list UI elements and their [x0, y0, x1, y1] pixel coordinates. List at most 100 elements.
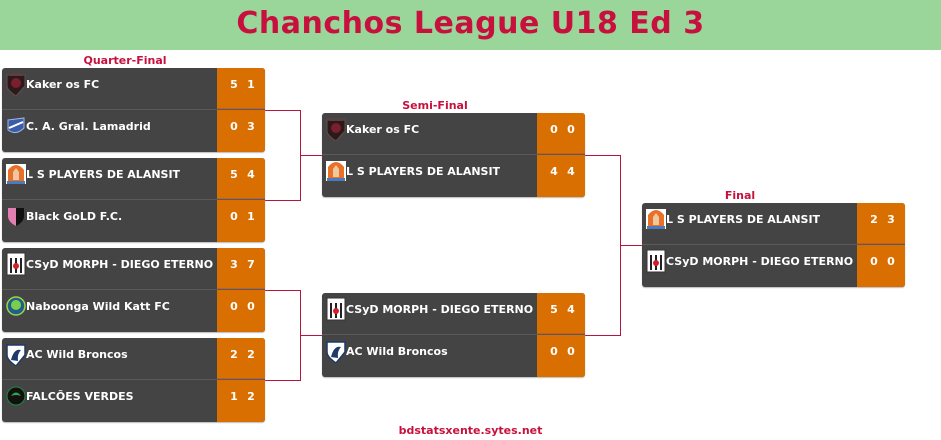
round-label-quarter: Quarter-Final [83, 54, 167, 67]
score-leg-2: 0 [567, 345, 575, 358]
connector-line [300, 335, 322, 336]
score-leg-1: 1 [230, 390, 238, 403]
score-leg-2: 4 [247, 168, 255, 181]
morph-logo-icon [325, 297, 347, 321]
team-name[interactable]: L S PLAYERS DE ALANSIT [346, 165, 501, 178]
score-leg-1: 0 [230, 300, 238, 313]
team-name[interactable]: AC Wild Broncos [26, 348, 128, 361]
broncos-logo-icon [325, 339, 347, 363]
broncos-logo-icon [5, 342, 27, 366]
team-name[interactable]: CSyD MORPH - DIEGO ETERNO [26, 258, 214, 271]
score-leg-1: 0 [550, 123, 558, 136]
score-leg-1: 5 [230, 168, 238, 181]
team-name[interactable]: Kaker os FC [26, 78, 100, 91]
kakeros-logo-icon [325, 117, 347, 141]
blackgold-logo-icon [5, 204, 27, 228]
alansit-logo-icon [325, 159, 347, 183]
page-title: Chanchos League U18 Ed 3 [236, 6, 705, 41]
morph-logo-icon [645, 249, 667, 273]
score-leg-1: 0 [550, 345, 558, 358]
team-name[interactable]: CSyD MORPH - DIEGO ETERNO [666, 255, 854, 268]
score-leg-1: 2 [230, 348, 238, 361]
score-leg-1: 5 [230, 78, 238, 91]
score-leg-1: 0 [870, 255, 878, 268]
score-leg-2: 1 [247, 210, 255, 223]
score-leg-1: 0 [230, 210, 238, 223]
footer-link[interactable]: bdstatsxente.sytes.net [398, 424, 543, 437]
team-name[interactable]: C. A. Gral. Lamadrid [26, 120, 151, 133]
connector-line [585, 155, 620, 156]
score-leg-2: 4 [567, 165, 575, 178]
score-leg-2: 0 [887, 255, 895, 268]
team-name[interactable]: FALCÕES VERDES [26, 390, 134, 403]
connector-line [265, 290, 300, 291]
connector-line [585, 335, 620, 336]
connector-line [265, 380, 300, 381]
naboonga-logo-icon [5, 294, 27, 318]
score-leg-2: 0 [247, 300, 255, 313]
kakeros-logo-icon [5, 72, 27, 96]
score-leg-1: 5 [550, 303, 558, 316]
round-label-final: Final [724, 189, 756, 202]
team-name[interactable]: L S PLAYERS DE ALANSIT [26, 168, 181, 181]
connector-line [265, 110, 300, 111]
team-name[interactable]: CSyD MORPH - DIEGO ETERNO [346, 303, 534, 316]
falcoes-logo-icon [5, 384, 27, 408]
alansit-logo-icon [645, 207, 667, 231]
alansit-logo-icon [5, 162, 27, 186]
score-leg-2: 4 [567, 303, 575, 316]
team-name[interactable]: Black GoLD F.C. [26, 210, 123, 223]
connector-line [265, 200, 300, 201]
team-name[interactable]: L S PLAYERS DE ALANSIT [666, 213, 821, 226]
team-name[interactable]: Kaker os FC [346, 123, 420, 136]
score-leg-2: 0 [567, 123, 575, 136]
lamadrid-logo-icon [5, 114, 27, 138]
score-leg-2: 7 [247, 258, 255, 271]
score-leg-1: 0 [230, 120, 238, 133]
score-leg-2: 3 [247, 120, 255, 133]
team-name[interactable]: AC Wild Broncos [346, 345, 448, 358]
score-leg-2: 3 [887, 213, 895, 226]
team-name[interactable]: Naboonga Wild Katt FC [26, 300, 170, 313]
header-banner: Chanchos League U18 Ed 3 [0, 0, 941, 50]
score-leg-2: 2 [247, 390, 255, 403]
round-label-semi: Semi-Final [402, 99, 468, 112]
score-leg-1: 4 [550, 165, 558, 178]
morph-logo-icon [5, 252, 27, 276]
connector-line [300, 155, 322, 156]
connector-line [620, 245, 642, 246]
